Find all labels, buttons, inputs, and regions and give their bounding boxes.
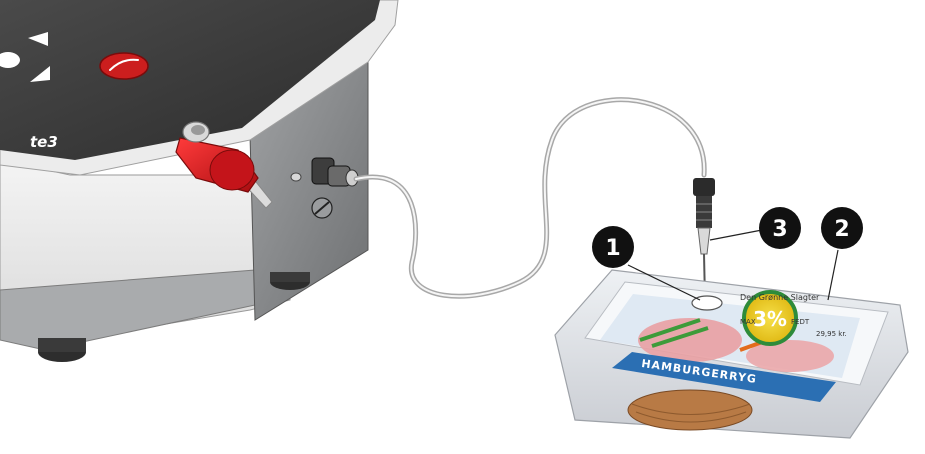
valve-inlet-hole <box>191 125 205 135</box>
fat-badge-suffix: FEDT <box>791 318 810 326</box>
callout-3: 3 <box>710 207 801 249</box>
sample-tube-highlight <box>356 100 704 297</box>
indicator-hole <box>291 173 301 181</box>
valve-face <box>210 150 254 190</box>
callout-3-leader <box>710 230 762 240</box>
device-brand-label: te3 <box>30 133 58 151</box>
start-button[interactable] <box>100 53 148 79</box>
price-text: 29,95 kr. <box>816 330 847 338</box>
brand-arc-text: Den Grønne Slagter <box>740 293 820 302</box>
meat-stack <box>628 390 752 430</box>
food-package: 3% MAX FEDT Den Grønne Slagter 29,95 kr.… <box>555 270 908 438</box>
callout-1-label: 1 <box>605 236 620 261</box>
callout-3-label: 3 <box>772 217 787 242</box>
fat-badge-value: 3% <box>753 307 787 331</box>
analyzer-device: te3 <box>0 0 398 362</box>
callout-2-label: 2 <box>834 217 849 242</box>
device-foot-left-body <box>38 338 86 352</box>
needle-cap <box>693 178 715 196</box>
device-foot-right-body <box>270 272 310 282</box>
fat-badge-prefix: MAX <box>740 318 756 326</box>
callout-2: 2 <box>821 207 863 300</box>
needle-hub <box>698 228 710 254</box>
callout-2-leader <box>828 250 838 300</box>
